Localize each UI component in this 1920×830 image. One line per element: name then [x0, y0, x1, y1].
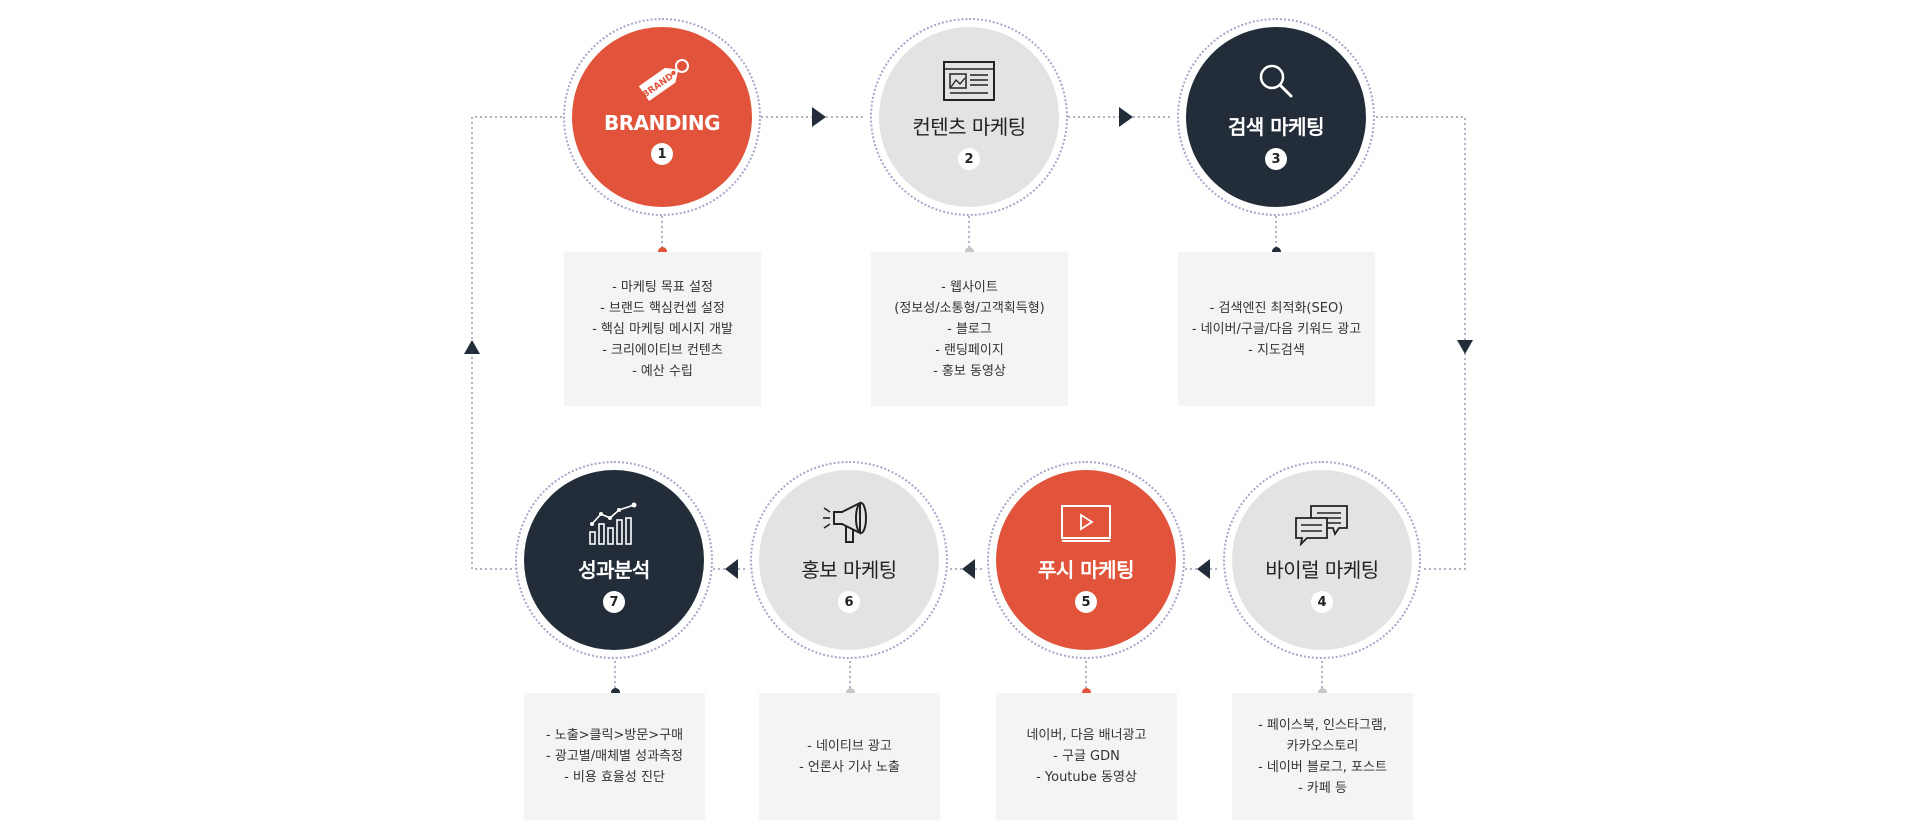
step-3-dot — [1272, 247, 1281, 256]
step-4-details: - 페이스북, 인스타그램, 카카오스토리 - 네이버 블로그, 포스트 - 카… — [1232, 693, 1413, 820]
step-6-number: 6 — [838, 591, 860, 613]
step-6-circle[interactable]: 홍보 마케팅 6 — [759, 470, 939, 650]
detail-line: - 구글 GDN — [1053, 749, 1120, 764]
detail-line: 카카오스토리 — [1286, 738, 1359, 754]
detail-line: - 크리에이티브 컨텐츠 — [602, 342, 723, 358]
detail-line: - 언론사 기사 노출 — [799, 759, 900, 775]
arrow-down-icon — [1457, 340, 1473, 354]
step-1-details: - 마케팅 목표 설정 - 브랜드 핵심컨셉 설정 - 핵심 마케팅 메시지 개… — [564, 252, 761, 406]
detail-line: - 비용 효율성 진단 — [564, 770, 665, 785]
step-7-details: - 노출>클릭>방문>구매 - 광고별/매체별 성과측정 - 비용 효율성 진단 — [524, 693, 705, 820]
arrow-left-icon — [1197, 559, 1210, 579]
step-7-dot — [611, 688, 620, 697]
step-5-dot — [1082, 688, 1091, 697]
step-1-circle[interactable]: BRAND BRANDING 1 — [572, 27, 752, 207]
detail-line: - 핵심 마케팅 메시지 개발 — [592, 321, 733, 337]
detail-line: - 지도검색 — [1248, 342, 1305, 358]
step-4-title: 바이럴 마케팅 — [1265, 558, 1379, 582]
step-2-number: 2 — [958, 148, 980, 170]
detail-line: - 블로그 — [947, 321, 992, 337]
detail-line: - 마케팅 목표 설정 — [612, 279, 713, 295]
step-3-circle[interactable]: 검색 마케팅 3 — [1186, 27, 1366, 207]
arrow-left-icon — [962, 559, 975, 579]
detail-line: - 브랜드 핵심컨셉 설정 — [600, 300, 725, 316]
detail-line: - 웹사이트 — [941, 279, 998, 295]
detail-line: (정보성/소통형/고객획득형) — [894, 300, 1045, 316]
arrow-right-icon — [812, 107, 826, 127]
detail-line: - 페이스북, 인스타그램, — [1258, 717, 1387, 733]
detail-line: - 네이버 블로그, 포스트 — [1258, 759, 1387, 775]
bar-chart-icon — [586, 502, 642, 546]
brand-tag-icon: BRAND — [632, 59, 692, 103]
step-4-circle[interactable]: 바이럴 마케팅 4 — [1232, 470, 1412, 650]
step-7-number: 7 — [603, 591, 625, 613]
step-2-dot — [965, 247, 974, 256]
step-2-details: - 웹사이트 (정보성/소통형/고객획득형) - 블로그 - 랜딩페이지 - 홍… — [871, 252, 1068, 406]
search-icon — [1256, 59, 1296, 103]
step-1-dot — [658, 247, 667, 256]
step-3-title: 검색 마케팅 — [1228, 115, 1324, 139]
arrow-left-icon — [725, 559, 738, 579]
detail-line: - 랜딩페이지 — [935, 342, 1004, 358]
detail-line: - 네이버/구글/다음 키워드 광고 — [1191, 321, 1362, 337]
detail-line: 네이버, 다음 배너광고 — [1026, 728, 1147, 743]
detail-line: - 검색엔진 최적화(SEO) — [1209, 300, 1344, 316]
content-icon — [942, 59, 996, 103]
arrow-right-icon — [1119, 107, 1133, 127]
step-4-dot — [1318, 688, 1327, 697]
megaphone-icon — [822, 501, 876, 546]
video-icon — [1060, 502, 1112, 546]
detail-line: - 홍보 동영상 — [933, 363, 1006, 379]
step-6-title: 홍보 마케팅 — [801, 558, 897, 582]
step-2-circle[interactable]: 컨텐츠 마케팅 2 — [879, 27, 1059, 207]
chat-bubbles-icon — [1293, 502, 1351, 546]
step-3-number: 3 — [1265, 148, 1287, 170]
step-5-details: 네이버, 다음 배너광고 - 구글 GDN - Youtube 동영상 — [996, 693, 1177, 820]
step-7-ring — [515, 461, 713, 659]
detail-line: - 네이티브 광고 — [807, 738, 892, 754]
step-3-ring — [1177, 18, 1375, 216]
step-3-details: - 검색엔진 최적화(SEO) - 네이버/구글/다음 키워드 광고 - 지도검… — [1178, 252, 1375, 406]
step-7-title: 성과분석 — [578, 558, 650, 582]
step-4-number: 4 — [1311, 591, 1333, 613]
step-6-details: - 네이티브 광고 - 언론사 기사 노출 — [759, 693, 940, 820]
step-1-number: 1 — [651, 143, 673, 165]
step-1-ring — [563, 18, 761, 216]
step-5-circle[interactable]: 푸시 마케팅 5 — [996, 470, 1176, 650]
step-2-title: 컨텐츠 마케팅 — [912, 115, 1026, 139]
detail-line: - 카페 등 — [1298, 780, 1347, 796]
step-6-ring — [750, 461, 948, 659]
step-5-number: 5 — [1075, 591, 1097, 613]
step-4-ring — [1223, 461, 1421, 659]
step-6-dot — [846, 688, 855, 697]
step-2-ring — [870, 18, 1068, 216]
step-5-title: 푸시 마케팅 — [1038, 558, 1134, 582]
step-1-title: BRANDING — [603, 111, 721, 135]
detail-line: - Youtube 동영상 — [1036, 770, 1137, 785]
arrow-up-icon — [464, 340, 480, 354]
step-7-circle[interactable]: 성과분석 7 — [524, 470, 704, 650]
detail-line: - 광고별/매체별 성과측정 — [546, 749, 683, 764]
detail-line: - 예산 수립 — [632, 363, 693, 379]
detail-line: - 노출>클릭>방문>구매 — [545, 728, 684, 743]
step-5-ring — [987, 461, 1185, 659]
